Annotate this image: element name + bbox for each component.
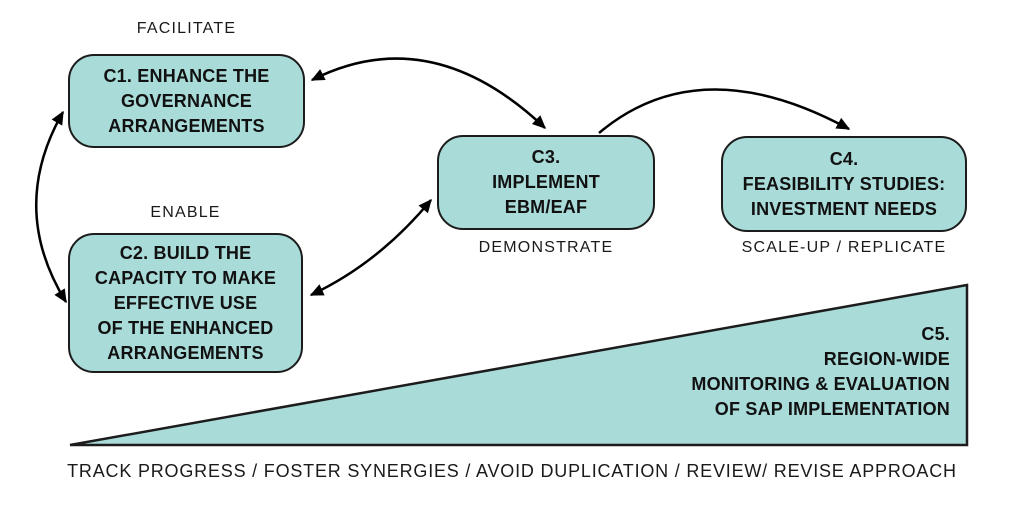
- bidirectional-arrow-c1-c2: [35, 110, 68, 304]
- caption-enable: ENABLE: [150, 204, 221, 221]
- process-box-c4: C4. FEASIBILITY STUDIES: INVESTMENT NEED…: [721, 136, 967, 232]
- box-c1-label: C1. ENHANCE THE GOVERNANCE ARRANGEMENTS: [103, 65, 270, 136]
- bidirectional-arrow-c2-c3: [309, 198, 432, 297]
- caption-track-progress: TRACK PROGRESS / FOSTER SYNERGIES / AVOI…: [67, 461, 957, 481]
- box-c3-label: C3. IMPLEMENT EBM/EAF: [492, 147, 600, 217]
- arrow-c3-c4: [598, 88, 851, 134]
- caption-demonstrate: DEMONSTRATE: [478, 239, 614, 256]
- caption-scale-up-replicate: SCALE-UP / REPLICATE: [741, 239, 947, 256]
- box-c4-label: C4. FEASIBILITY STUDIES: INVESTMENT NEED…: [742, 148, 946, 219]
- caption-facilitate: FACILITATE: [136, 20, 237, 37]
- process-box-c3: C3. IMPLEMENT EBM/EAF: [437, 135, 655, 230]
- process-box-c1: C1. ENHANCE THE GOVERNANCE ARRANGEMENTS: [68, 54, 305, 148]
- process-box-c2: C2. BUILD THE CAPACITY TO MAKE EFFECTIVE…: [68, 233, 303, 373]
- bidirectional-arrow-c1-c3: [310, 57, 546, 129]
- triangle-c5-label: C5. REGION-WIDE MONITORING & EVALUATION …: [691, 324, 950, 419]
- triangle-c5: [69, 283, 969, 447]
- box-c2-label: C2. BUILD THE CAPACITY TO MAKE EFFECTIVE…: [94, 242, 277, 363]
